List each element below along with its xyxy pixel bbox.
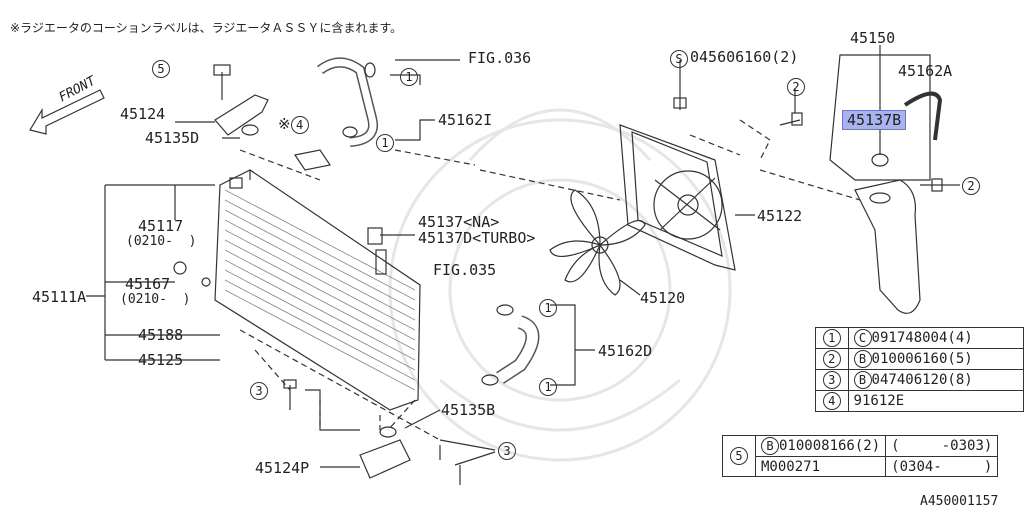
label-fig036: FIG.036 (468, 49, 532, 67)
legend-part: 010006160(5) (871, 351, 973, 367)
legend5-prefix: B (761, 437, 779, 455)
lower-hose (481, 304, 540, 386)
legend-prefix: C (853, 329, 872, 347)
callout-3-badge: 3 (498, 442, 516, 460)
legend-num: 1 (822, 329, 841, 347)
label-45150: 45150 (850, 29, 896, 47)
legend-prefix: B (853, 371, 872, 389)
callout-3-badge: 3 (250, 382, 268, 400)
label-45167-date: (0210- ) (120, 292, 191, 307)
callout-2-tank: 2 (962, 177, 980, 195)
label-45162I: 45162I (438, 111, 493, 129)
callout-5: 5 (152, 60, 170, 78)
callout-1-badge: 1 (539, 378, 557, 396)
legend-part: 91612E (853, 393, 905, 409)
label-45111A: 45111A (32, 288, 87, 306)
label-45124P: 45124P (255, 459, 310, 477)
watermark-emblem (388, 108, 732, 462)
label-45162D: 45162D (598, 342, 653, 360)
callout-3-left: 3 (250, 382, 268, 400)
label-45124: 45124 (120, 105, 166, 123)
legend5-row: M000271 (0304- ) (723, 456, 999, 477)
label-45137B[interactable]: 45137B (842, 110, 907, 130)
legend-num-cell: 2 (815, 348, 849, 370)
bracket-upper (213, 64, 269, 136)
legend-num-cell: 1 (815, 327, 849, 349)
label-45137D-turbo: 45137D<TURBO> (418, 229, 536, 247)
legend-num: 4 (822, 392, 841, 410)
legend-num-cell: 3 (815, 369, 849, 391)
label-45117: 45117 (138, 217, 184, 235)
fan-blade (549, 189, 646, 296)
label-45135D: 45135D (145, 129, 200, 147)
figure-id: A450001157 (920, 494, 999, 509)
callout-2-badge: 2 (787, 78, 805, 96)
callout-3-right: 3 (498, 442, 516, 460)
callout-1-upper-a: 1 (400, 68, 418, 86)
callout-1-badge: 1 (376, 134, 394, 152)
asterisk-mark: ※ (278, 115, 291, 133)
radiator-assembly (173, 169, 421, 411)
label-45137-na: 45137<NA> (418, 213, 500, 231)
callout-2-fan: 2 (787, 78, 805, 96)
label-45167: 45167 (125, 275, 171, 293)
callout-5-badge: 5 (152, 60, 170, 78)
legend-num: 3 (822, 371, 841, 389)
bracket-lower (283, 379, 461, 485)
callout-4-badge: 4 (290, 116, 309, 134)
legend5-part: M000271 (754, 456, 887, 477)
legend5-num-cell: 5 (722, 435, 756, 477)
callout-mark-4: ※4 (278, 116, 309, 134)
label-45117-date: (0210- ) (126, 234, 197, 249)
label-45188: 45188 (138, 326, 184, 344)
legend5-date: ( -0303) (885, 435, 999, 457)
front-arrow-icon (29, 89, 105, 135)
callout-1-upper-b: 1 (376, 134, 394, 152)
legend5-num: 5 (730, 447, 748, 465)
label-fig035: FIG.035 (433, 261, 497, 279)
legend-part: 091748004(4) (871, 330, 973, 346)
legend5-date: (0304- ) (885, 456, 999, 477)
reservoir-tank (829, 54, 943, 314)
label-45122: 45122 (757, 207, 803, 225)
label-45120: 45120 (640, 289, 686, 307)
legend-row: 4 91612E (815, 390, 1024, 412)
callout-2-badge: 2 (962, 177, 980, 195)
callout-1-lower-a: 1 (539, 299, 557, 317)
label-045606160: 045606160(2) (690, 48, 799, 66)
upper-hose (317, 57, 378, 147)
legend-part-cell: 91612E (847, 390, 1024, 412)
legend-part: 047406120(8) (871, 372, 973, 388)
legend5-part: 010008166(2) (779, 438, 881, 454)
legend-num: 2 (822, 350, 841, 368)
callout-1-badge: 1 (400, 68, 418, 86)
caution-note: ※ラジエータのコーションラベルは、ラジエータＡＳＳＹに含まれます。 (10, 21, 403, 35)
callout-1-lower-b: 1 (539, 378, 557, 396)
callout-S-badge: S (670, 50, 688, 68)
callout-S: S (670, 50, 688, 68)
label-45125: 45125 (138, 351, 184, 369)
label-45135B: 45135B (441, 401, 496, 419)
fan-shroud (619, 124, 736, 271)
callout-1-badge: 1 (539, 299, 557, 317)
legend-prefix: B (853, 350, 872, 368)
legend-num-cell: 4 (815, 390, 849, 412)
label-45162A: 45162A (898, 62, 953, 80)
